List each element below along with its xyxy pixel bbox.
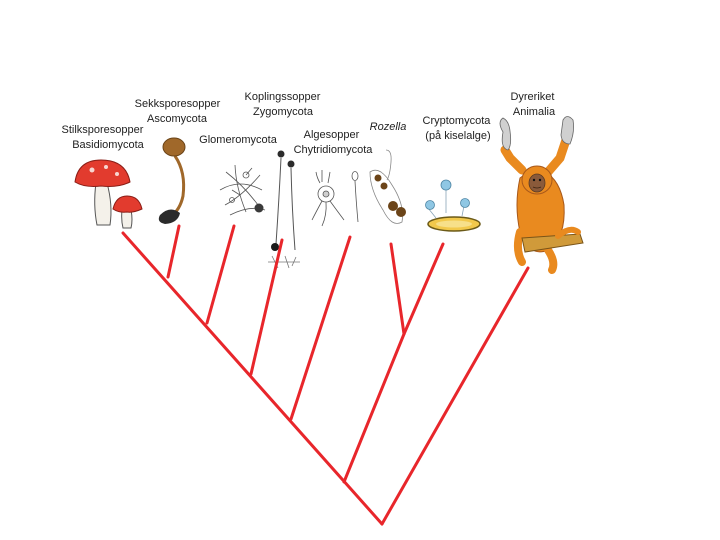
sporangium-icon	[268, 150, 300, 269]
label-line: (på kiselalge)	[425, 130, 490, 142]
chytrid-icon	[311, 170, 359, 227]
label-cryptomycota: Cryptomycota (på kiselalge)	[423, 115, 494, 142]
orangutan-icon	[499, 116, 584, 274]
label-line: Glomeromycota	[199, 134, 278, 146]
label-line: Sekksporesopper	[135, 98, 221, 110]
label-animalia: Dyreriket Animalia	[510, 91, 557, 118]
label-basidiomycota: Stilksporesopper Basidiomycota	[62, 124, 147, 151]
label-line: Rozella	[370, 121, 407, 133]
label-zygomycota: Koplingssopper Zygomycota	[245, 91, 324, 118]
hyphae-icon	[219, 164, 266, 216]
label-ascomycota: Sekksporesopper Ascomycota	[135, 98, 224, 125]
label-line: Dyreriket	[510, 91, 554, 103]
label-line: Stilksporesopper	[62, 124, 144, 136]
label-line: Animalia	[513, 106, 556, 118]
label-line: Cryptomycota	[423, 115, 492, 127]
label-glomeromycota: Glomeromycota	[199, 134, 278, 146]
label-line: Basidiomycota	[72, 139, 144, 151]
label-line: Ascomycota	[147, 113, 208, 125]
branch-ascomycota	[166, 224, 181, 279]
tree-trunk-right	[380, 266, 530, 526]
branch-rozella-crypto-clade	[342, 332, 406, 484]
cup-fungus-icon	[158, 137, 186, 224]
label-line: Zygomycota	[253, 106, 314, 118]
branch-rozella	[389, 242, 406, 336]
label-line: Algesopper	[304, 129, 360, 141]
label-line: Koplingssopper	[245, 91, 321, 103]
branch-zygomycota-chytrid	[249, 238, 284, 376]
rozella-icon	[369, 149, 406, 224]
diatom-icon	[425, 179, 481, 232]
branch-cryptomycota-clade	[289, 235, 352, 421]
label-line: Chytridiomycota	[294, 144, 374, 156]
label-chytridiomycota: Algesopper Chytridiomycota	[294, 129, 374, 156]
branch-cryptomycota	[402, 242, 445, 336]
tree-trunk-left	[121, 231, 384, 526]
label-rozella: Rozella	[370, 121, 407, 133]
mushroom-icon	[74, 159, 143, 229]
branch-glomeromycota	[205, 224, 236, 325]
